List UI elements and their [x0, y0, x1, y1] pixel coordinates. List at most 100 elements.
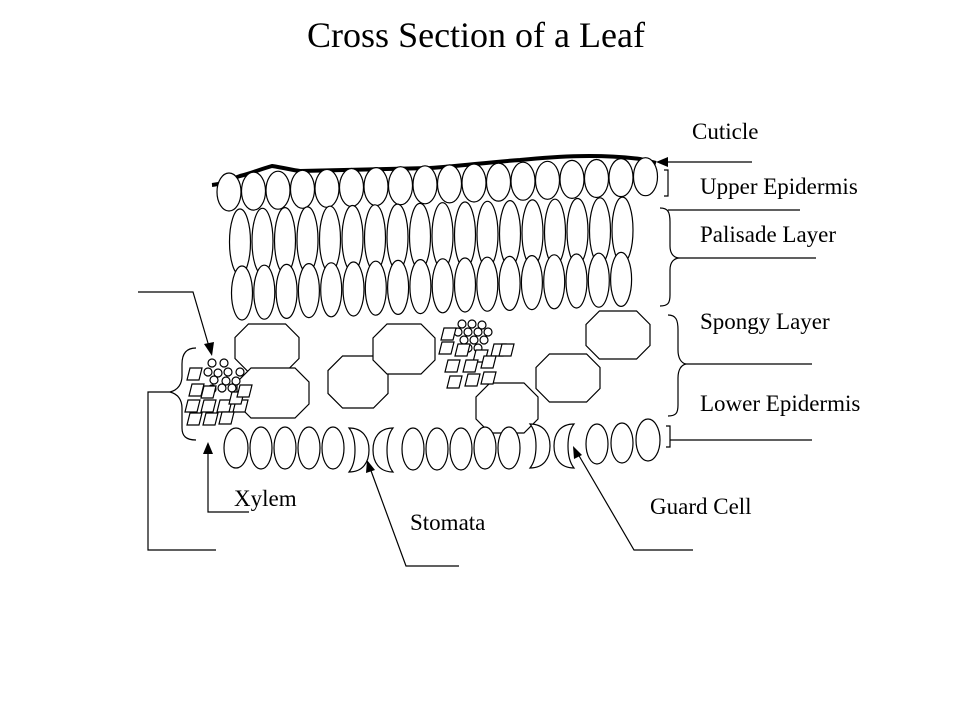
- lower-epidermis-cell: [449, 427, 473, 471]
- upper-epidermis-cell: [289, 169, 316, 209]
- stomata-leader-line: [369, 467, 459, 567]
- palisade-cell: [609, 251, 633, 307]
- phloem-cell: [440, 327, 457, 341]
- lower-epidermis-cell: [425, 427, 449, 471]
- xylem-vessel: [479, 335, 489, 345]
- upper-epidermis-cells: [216, 157, 659, 212]
- lower-epidermis-bracket: [666, 425, 671, 448]
- phloem-cell: [186, 367, 203, 381]
- xylem-vessel: [213, 368, 223, 378]
- palisade-cell: [228, 208, 252, 276]
- spongy-cell: [234, 323, 300, 373]
- xylem-vessel: [467, 319, 477, 329]
- lower-epidermis-cell: [321, 426, 345, 470]
- palisade-cell: [453, 257, 477, 313]
- upper-epidermis-cell: [436, 164, 463, 204]
- xylem-vessel: [207, 358, 217, 368]
- label-palisade-layer: Palisade Layer: [700, 222, 836, 247]
- palisade-cell: [318, 205, 342, 273]
- palisade-cell: [387, 259, 410, 315]
- phloem-cell: [186, 412, 203, 426]
- cuticle-line: [211, 154, 657, 187]
- phloem-cell: [444, 359, 461, 373]
- lower-epidermis-cell: [249, 426, 273, 470]
- palisade-cell: [275, 263, 298, 319]
- palisade-cell: [297, 263, 320, 319]
- cuticle-arrow-head: [656, 157, 668, 167]
- lower-epidermis-cell: [473, 426, 497, 470]
- diagram-title: Cross Section of a Leaf: [307, 15, 645, 55]
- xylem-vessel: [219, 358, 229, 368]
- phloem-cell: [446, 375, 463, 389]
- upper-epidermis-cell: [216, 172, 242, 212]
- spongy-cells: [234, 310, 651, 434]
- lower-epidermis-cell: [273, 426, 297, 470]
- xylem-vessel: [217, 383, 227, 393]
- phloem-cell: [438, 341, 455, 355]
- guard-cell: [528, 423, 551, 469]
- upper-epidermis-cell: [534, 160, 561, 200]
- xylem-vessel: [227, 383, 237, 393]
- palisade-cell: [342, 261, 365, 317]
- label-stomata: Stomata: [410, 510, 485, 535]
- upper-epidermis-cell: [387, 166, 414, 206]
- palisade-cell: [251, 207, 274, 275]
- lower-epidermis-cells: [223, 418, 661, 471]
- palisade-cell: [543, 254, 566, 310]
- lower-epidermis-cell: [497, 426, 521, 470]
- upper-epidermis-cell: [363, 167, 389, 207]
- palisade-cell: [565, 253, 588, 309]
- palisade-cells: [228, 196, 634, 321]
- palisade-cell: [498, 255, 521, 311]
- xylem-vessel: [203, 367, 213, 377]
- phloem-cell: [454, 343, 471, 357]
- xylem-vessel: [235, 367, 245, 377]
- phloem-cell: [464, 373, 481, 387]
- phloem-cell: [184, 399, 201, 413]
- upper-epidermis-cell: [510, 161, 536, 201]
- guard-cell-arrow-head: [573, 446, 582, 459]
- palisade-cell: [431, 258, 454, 314]
- upper-epidermis-cell: [412, 165, 438, 205]
- top-left-arrow-head: [204, 342, 214, 356]
- xylem-vessel: [231, 376, 241, 386]
- xylem-vessel: [473, 327, 483, 337]
- guard-cell: [553, 423, 576, 469]
- phloem-cell: [480, 355, 497, 369]
- label-cuticle: Cuticle: [692, 119, 758, 144]
- spongy-cell: [372, 323, 436, 375]
- xylem-vessel: [483, 327, 493, 337]
- label-xylem: Xylem: [234, 486, 297, 511]
- guard-cell: [347, 427, 370, 473]
- upper-epidermis-bracket: [664, 169, 669, 197]
- palisade-cell: [587, 252, 610, 308]
- palisade-cell: [409, 259, 432, 315]
- phloem-cell: [462, 359, 479, 373]
- upper-epidermis-cell: [461, 163, 487, 203]
- upper-epidermis-cell: [559, 159, 585, 199]
- spongy-cell: [475, 382, 539, 434]
- xylem-vessel: [209, 375, 219, 385]
- upper-epidermis-cell: [338, 167, 365, 208]
- xylem-vessel: [469, 335, 479, 345]
- palisade-cell: [476, 256, 499, 312]
- lower-epidermis-cell: [635, 418, 661, 462]
- spongy-cell: [535, 353, 601, 403]
- palisade-cell: [320, 262, 343, 318]
- lower-epidermis-cell: [297, 426, 321, 470]
- spongy-bracket: [667, 314, 687, 417]
- upper-epidermis-cell: [608, 158, 634, 198]
- xylem-arrow-head: [203, 442, 213, 454]
- upper-epidermis-cell: [583, 158, 610, 199]
- vascular-bundles: [184, 319, 515, 426]
- palisade-bracket: [659, 207, 681, 307]
- guard-cells: [347, 423, 576, 473]
- stomata-arrow-head: [366, 460, 375, 473]
- lower-epidermis-cell: [223, 427, 249, 469]
- phloem-cell: [480, 371, 497, 385]
- palisade-cell: [273, 207, 297, 275]
- phloem-cell: [202, 412, 219, 426]
- xylem-vessel: [223, 367, 233, 377]
- xylem-vessel: [457, 319, 467, 329]
